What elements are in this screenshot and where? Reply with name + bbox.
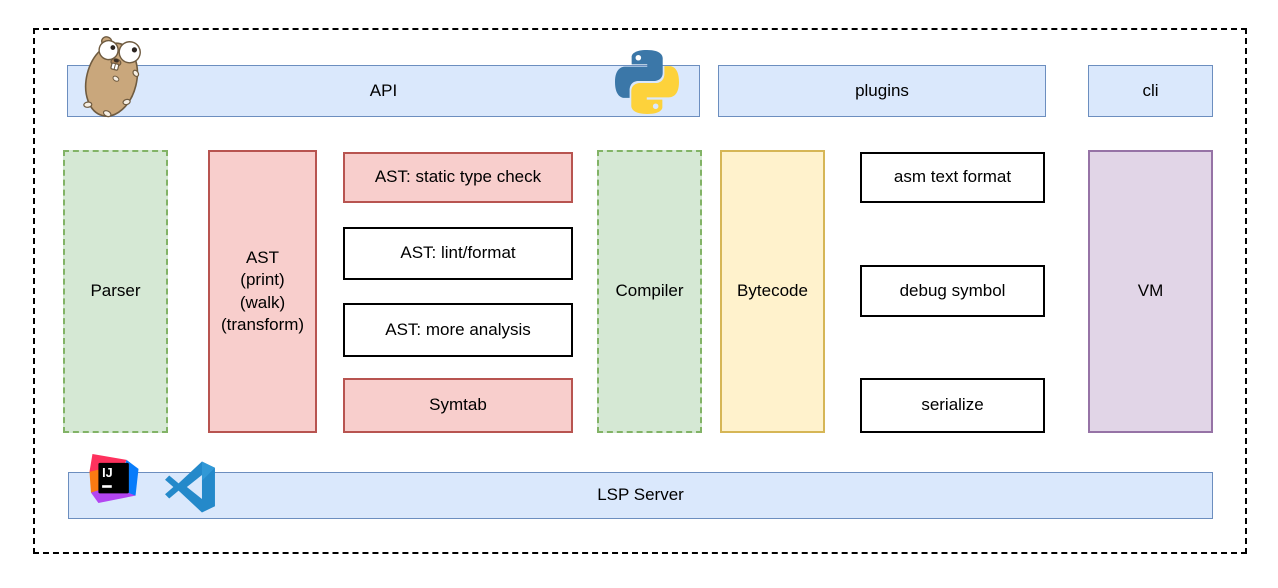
lsp-server-box: LSP Server xyxy=(68,472,1213,519)
asm-text-format-box: asm text format xyxy=(860,152,1045,203)
compiler-box: Compiler xyxy=(597,150,702,433)
ast-static-type-check-label: AST: static type check xyxy=(374,167,542,187)
svg-text:IJ: IJ xyxy=(102,466,113,480)
lsp-server-label: LSP Server xyxy=(597,485,684,505)
asm-text-format-label: asm text format xyxy=(893,167,1012,187)
parser-box: Parser xyxy=(63,150,168,433)
python-icon xyxy=(615,50,679,114)
serialize-label: serialize xyxy=(921,395,984,415)
intellij-idea-icon: IJ xyxy=(88,451,140,506)
ast-label-line2: (print) xyxy=(240,270,285,290)
symtab-label: Symtab xyxy=(429,395,487,415)
vm-box: VM xyxy=(1088,150,1213,433)
ast-static-type-check-box: AST: static type check xyxy=(343,152,573,203)
ast-more-analysis-label: AST: more analysis xyxy=(385,319,531,339)
bytecode-box: Bytecode xyxy=(720,150,825,433)
vscode-icon xyxy=(162,461,218,513)
ast-lint-format-label: AST: lint/format xyxy=(400,243,516,263)
serialize-box: serialize xyxy=(860,378,1045,433)
plugins-box: plugins xyxy=(718,65,1046,117)
plugins-label: plugins xyxy=(855,80,909,100)
ast-box: AST (print) (walk) (transform) xyxy=(208,150,317,433)
ast-label-line3: (walk) xyxy=(239,292,286,312)
api-label: API xyxy=(369,80,398,100)
vm-label: VM xyxy=(1137,281,1164,301)
bytecode-label: Bytecode xyxy=(737,281,808,301)
ast-label-line1: AST xyxy=(245,248,280,268)
cli-label: cli xyxy=(1142,80,1159,100)
ast-more-analysis-box: AST: more analysis xyxy=(343,303,573,357)
debug-symbol-box: debug symbol xyxy=(860,265,1045,317)
cli-box: cli xyxy=(1088,65,1213,117)
ast-label-line4: (transform) xyxy=(220,314,305,334)
go-gopher-icon xyxy=(82,36,144,120)
compiler-label: Compiler xyxy=(615,281,684,301)
api-box: API xyxy=(67,65,700,117)
symtab-box: Symtab xyxy=(343,378,573,433)
ast-lint-format-box: AST: lint/format xyxy=(343,227,573,280)
debug-symbol-label: debug symbol xyxy=(899,280,1006,300)
parser-label: Parser xyxy=(90,281,141,301)
diagram-outer-dashed-frame xyxy=(33,28,1247,554)
